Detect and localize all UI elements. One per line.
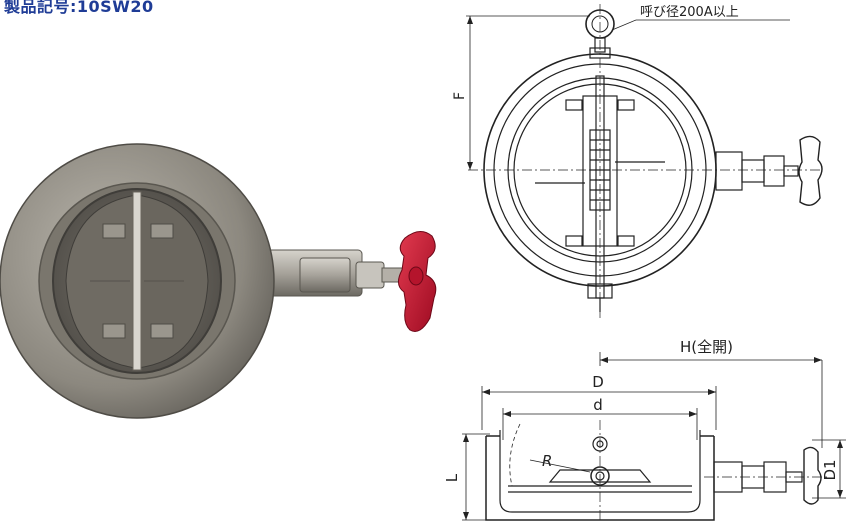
dimension-h-label: H(全開) [680,338,733,356]
valve-packing-nut [355,261,385,289]
dimension-d-outer-label: D [592,373,604,391]
dimension-d-inner-label: d [593,396,603,414]
valve-stop-bl [102,323,126,339]
valve-hinge-pin [132,191,142,371]
dimension-l-label: L [443,473,461,482]
product-code-title: 製品記号:10SW20 [4,0,154,16]
handwheel-icon [398,231,437,332]
dimension-d1-label: D1 [821,459,839,480]
front-view-drawing [466,4,823,318]
dimension-r-label: R [542,452,552,470]
valve-stop-tl [102,223,126,239]
valve-stop-tr [150,223,174,239]
valve-stop-br [150,323,174,339]
size-note-label: 呼び径200A以上 [640,5,739,20]
valve-bonnet [299,257,351,293]
dimension-f-label: F [452,92,468,100]
valve-photo [0,143,437,419]
side-view-drawing [462,352,846,522]
